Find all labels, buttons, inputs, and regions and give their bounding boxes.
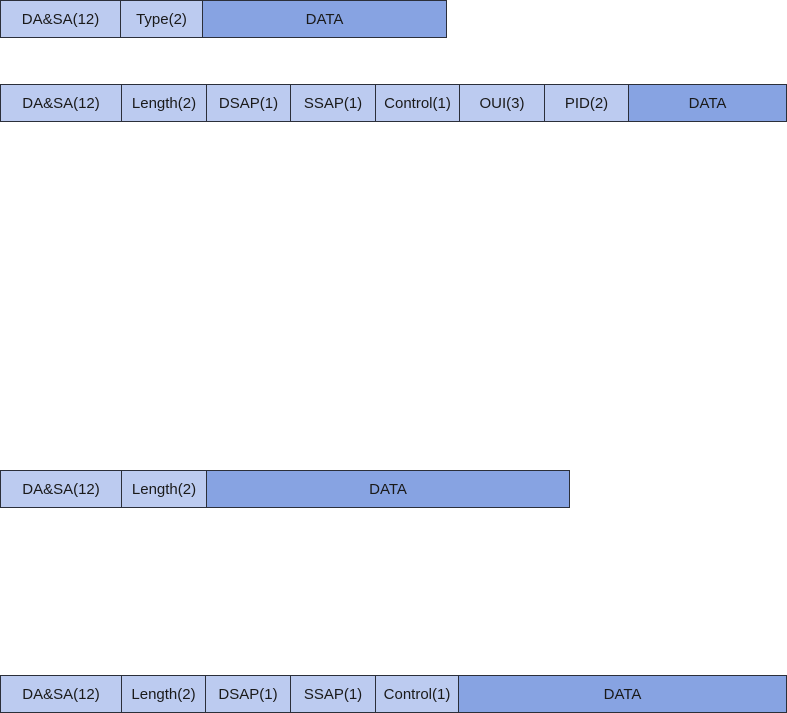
field-data: DATA [207,471,569,507]
field-control: Control(1) [376,85,460,121]
field-control: Control(1) [376,676,459,712]
field-da-sa: DA&SA(12) [1,85,122,121]
field-length: Length(2) [122,471,207,507]
field-pid: PID(2) [545,85,629,121]
frame-llc: DA&SA(12) Length(2) DSAP(1) SSAP(1) Cont… [0,675,787,713]
field-data: DATA [203,1,446,37]
field-ssap: SSAP(1) [291,85,376,121]
field-data: DATA [459,676,786,712]
field-ssap: SSAP(1) [291,676,376,712]
field-length: Length(2) [122,85,207,121]
field-length: Length(2) [122,676,206,712]
field-da-sa: DA&SA(12) [1,676,122,712]
field-da-sa: DA&SA(12) [1,471,122,507]
field-dsap: DSAP(1) [207,85,291,121]
frame-ethernet-ii: DA&SA(12) Type(2) DATA [0,0,447,38]
field-data: DATA [629,85,786,121]
frame-snap: DA&SA(12) Length(2) DSAP(1) SSAP(1) Cont… [0,84,787,122]
frame-raw: DA&SA(12) Length(2) DATA [0,470,570,508]
field-oui: OUI(3) [460,85,545,121]
field-dsap: DSAP(1) [206,676,291,712]
field-da-sa: DA&SA(12) [1,1,121,37]
field-type: Type(2) [121,1,203,37]
